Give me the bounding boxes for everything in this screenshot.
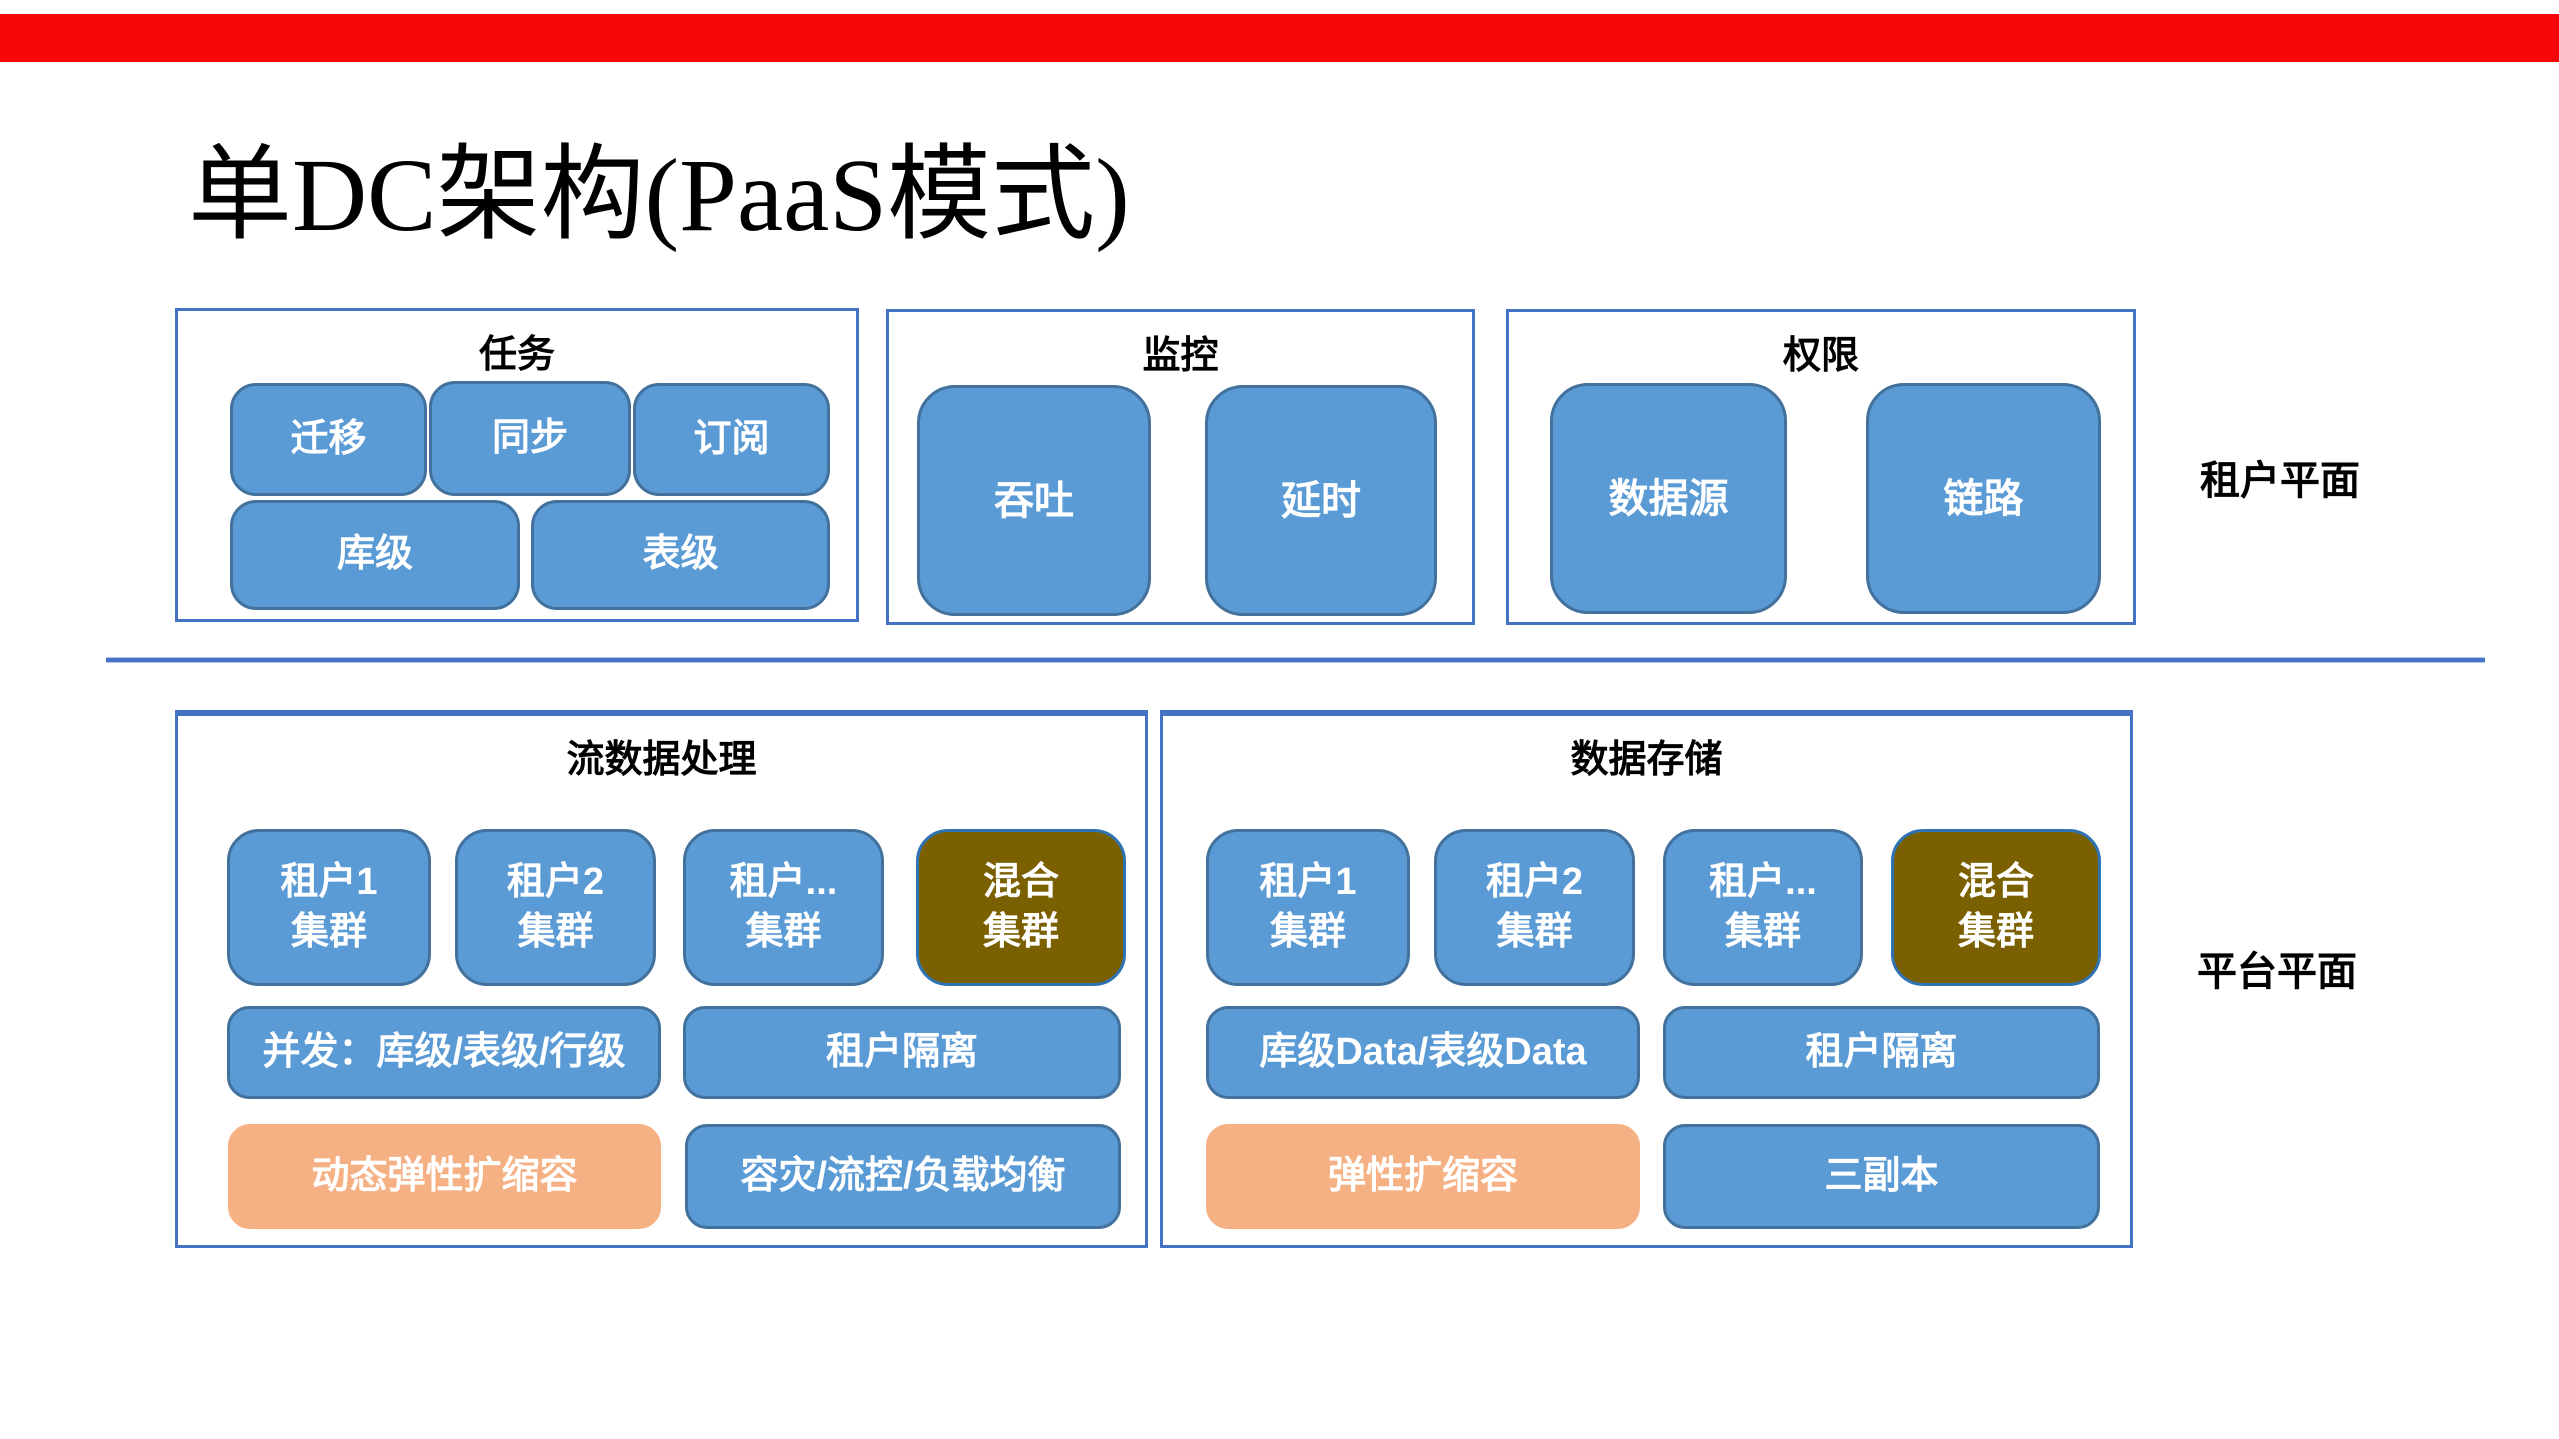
top-red-bar	[0, 14, 2559, 62]
tile-datasource: 数据源	[1550, 383, 1787, 614]
cluster-tenant-n-storage-line2: 集群	[1724, 910, 1801, 953]
cluster-tenant1-storage: 租户1 集群	[1206, 829, 1410, 986]
tile-latency: 延时	[1205, 385, 1437, 616]
tile-table-level: 表级	[531, 500, 830, 610]
cluster-mixed-storage: 混合 集群	[1891, 829, 2101, 986]
permissions-group-title: 权限	[1782, 335, 1859, 377]
stream-group-box: 流数据处理 租户1 集群 租户2 集群 租户... 集群 混合 集群 并发：库级…	[175, 710, 1148, 1248]
cluster-tenant1-storage-line1: 租户1	[1259, 861, 1357, 904]
cluster-tenant-n-line2: 集群	[745, 910, 822, 953]
cluster-mixed-storage-line2: 集群	[1957, 910, 2034, 953]
cluster-tenant2-line1: 租户2	[506, 861, 605, 904]
slide-title: 单DC架构(PaaS模式)	[188, 138, 1130, 253]
cluster-tenant2-storage: 租户2 集群	[1434, 829, 1635, 986]
cluster-tenant-n-storage: 租户... 集群	[1663, 829, 1863, 986]
tenant-plane-label: 租户平面	[2200, 459, 2360, 503]
cluster-tenant1-line1: 租户1	[280, 861, 378, 904]
cluster-mixed-storage-line1: 混合	[1957, 861, 2034, 904]
tile-tenant-isolation-storage: 租户隔离	[1663, 1006, 2100, 1099]
tile-migration: 迁移	[230, 383, 427, 496]
tile-data-levels: 库级Data/表级Data	[1206, 1006, 1640, 1099]
tasks-group-title: 任务	[478, 334, 555, 376]
tile-db-level: 库级	[230, 500, 520, 610]
cluster-tenant2: 租户2 集群	[455, 829, 656, 986]
platform-plane-label: 平台平面	[2197, 950, 2357, 994]
permissions-group-box: 权限 数据源 链路	[1506, 309, 2136, 625]
cluster-tenant2-line2: 集群	[517, 910, 594, 953]
tile-elastic-scaling: 弹性扩缩容	[1206, 1124, 1640, 1229]
tile-concurrency-levels: 并发：库级/表级/行级	[227, 1006, 661, 1099]
tile-subscribe: 订阅	[633, 383, 830, 496]
tile-dynamic-elastic-scaling: 动态弹性扩缩容	[228, 1124, 661, 1229]
cluster-mixed-line2: 集群	[982, 910, 1059, 953]
tile-link: 链路	[1866, 383, 2101, 614]
cluster-mixed: 混合 集群	[916, 829, 1126, 986]
cluster-tenant-n-line1: 租户...	[729, 861, 838, 904]
storage-group-title: 数据存储	[1570, 739, 1723, 781]
cluster-tenant-n-storage-line1: 租户...	[1709, 861, 1817, 904]
tile-sync: 同步	[429, 381, 631, 496]
monitor-group-box: 监控 吞吐 延时	[886, 309, 1475, 625]
tile-three-replicas: 三副本	[1663, 1124, 2100, 1229]
cluster-tenant2-storage-line2: 集群	[1496, 910, 1573, 953]
cluster-tenant1: 租户1 集群	[227, 829, 431, 986]
cluster-mixed-line1: 混合	[982, 861, 1059, 904]
cluster-tenant-n: 租户... 集群	[683, 829, 884, 986]
tasks-group-box: 任务 迁移 同步 订阅 库级 表级	[175, 308, 859, 622]
tile-tenant-isolation-stream: 租户隔离	[683, 1006, 1121, 1099]
plane-divider-line	[106, 657, 2485, 663]
tile-disaster-flowcontrol-loadbalance: 容灾/流控/负载均衡	[685, 1124, 1121, 1229]
monitor-group-title: 监控	[1142, 335, 1219, 377]
storage-group-box: 数据存储 租户1 集群 租户2 集群 租户... 集群 混合 集群 库级Data…	[1160, 710, 2133, 1248]
stream-group-title: 流数据处理	[566, 739, 757, 781]
cluster-tenant1-storage-line2: 集群	[1269, 910, 1346, 953]
cluster-tenant1-line2: 集群	[290, 910, 367, 953]
cluster-tenant2-storage-line1: 租户2	[1485, 861, 1584, 904]
tile-throughput: 吞吐	[917, 385, 1151, 616]
